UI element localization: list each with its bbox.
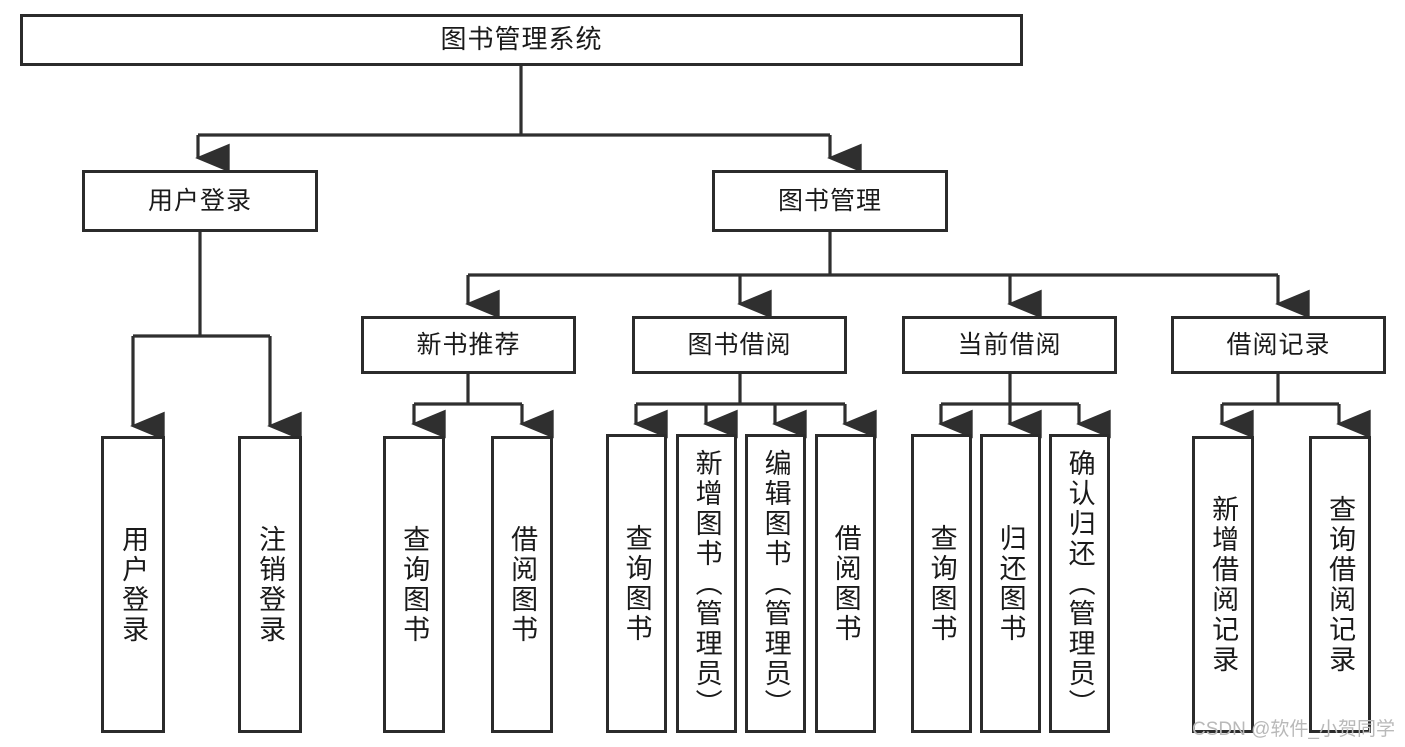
node-label: 查询图书: [926, 523, 957, 644]
node-label: 图书借阅: [687, 330, 792, 359]
node-current-borrow[interactable]: 当前借阅: [902, 316, 1117, 374]
node-label: 新增图书（管理员）: [691, 448, 722, 719]
node-label: 当前借阅: [957, 330, 1062, 359]
node-leaf-add-book-admin[interactable]: 新增图书（管理员）: [676, 434, 737, 733]
node-leaf-add-borrow-record[interactable]: 新增借阅记录: [1192, 436, 1254, 733]
node-label: 图书管理系统: [440, 24, 603, 55]
node-borrow-record[interactable]: 借阅记录: [1171, 316, 1386, 374]
node-label: 归还图书: [995, 523, 1026, 644]
node-label: 新书推荐: [416, 330, 521, 359]
node-library-management-system[interactable]: 图书管理系统: [20, 14, 1023, 66]
node-leaf-borrow-book-recommend[interactable]: 借阅图书: [491, 436, 553, 733]
csdn-watermark: CSDN @软件_小贺同学: [1192, 719, 1395, 740]
node-leaf-query-book-current[interactable]: 查询图书: [911, 434, 972, 733]
node-label: 用户登录: [118, 524, 149, 645]
node-leaf-borrow-book[interactable]: 借阅图书: [815, 434, 876, 733]
node-label: 编辑图书（管理员）: [760, 448, 791, 719]
node-label: 新增借阅记录: [1208, 494, 1239, 675]
node-label: 用户登录: [147, 186, 252, 215]
node-leaf-query-book-recommend[interactable]: 查询图书: [383, 436, 445, 733]
node-label: 查询图书: [621, 523, 652, 644]
node-label: 查询借阅记录: [1325, 494, 1356, 675]
node-book-management[interactable]: 图书管理: [712, 170, 948, 232]
node-label: 借阅图书: [830, 523, 861, 644]
node-leaf-confirm-return-admin[interactable]: 确认归还（管理员）: [1049, 434, 1110, 733]
node-label: 图书管理: [777, 186, 882, 215]
node-label: 注销登录: [255, 524, 286, 645]
node-user-login[interactable]: 用户登录: [82, 170, 318, 232]
node-leaf-query-book-borrow[interactable]: 查询图书: [606, 434, 667, 733]
node-leaf-user-login[interactable]: 用户登录: [101, 436, 165, 733]
node-label: 确认归还（管理员）: [1064, 448, 1095, 719]
node-book-borrow[interactable]: 图书借阅: [632, 316, 847, 374]
node-leaf-logout[interactable]: 注销登录: [238, 436, 302, 733]
node-leaf-query-borrow-record[interactable]: 查询借阅记录: [1309, 436, 1371, 733]
node-label: 借阅记录: [1226, 330, 1331, 359]
node-leaf-edit-book-admin[interactable]: 编辑图书（管理员）: [745, 434, 806, 733]
node-label: 借阅图书: [507, 524, 538, 645]
node-new-book-recommend[interactable]: 新书推荐: [361, 316, 576, 374]
node-label: 查询图书: [399, 524, 430, 645]
node-leaf-return-book[interactable]: 归还图书: [980, 434, 1041, 733]
